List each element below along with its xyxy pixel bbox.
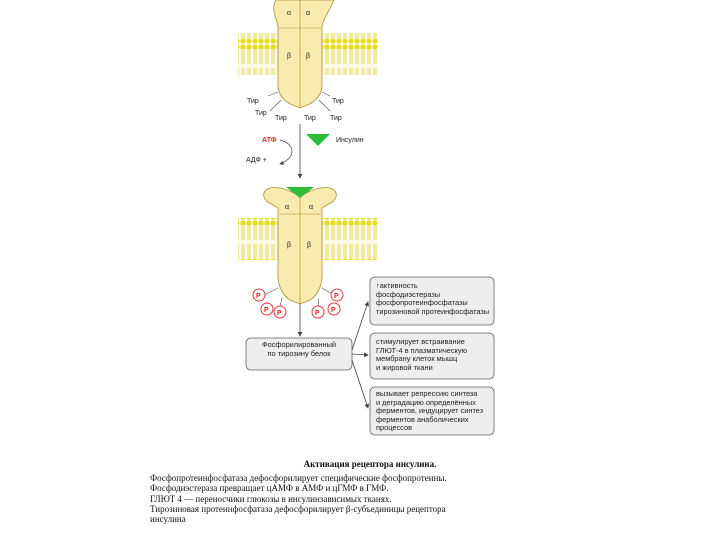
- phosphate-left-2: P: [260, 302, 274, 316]
- top-tyr-right-1: Тир: [332, 98, 344, 105]
- caption-line: ГЛЮТ 4 — переносчики глюкозы в инсулинза…: [150, 493, 392, 504]
- effect-box-1: [369, 276, 495, 326]
- top-beta-right: β: [306, 53, 310, 60]
- insulin-icon: [306, 134, 330, 146]
- top-tyr-left-1: Тир: [247, 98, 259, 105]
- top-tyr-right-3: Тир: [330, 115, 342, 122]
- caption-line: Тирозиновая протеинфосфатаза дефосфорили…: [150, 503, 446, 514]
- bottom-receptor: α α β β P P P P P P: [238, 187, 378, 319]
- top-alpha-right: α: [306, 10, 310, 17]
- adp-label: АДФ +: [246, 157, 267, 164]
- svg-text:P: P: [264, 307, 269, 314]
- svg-text:P: P: [277, 310, 282, 317]
- arrow-to-box-1: [351, 301, 370, 351]
- top-alpha-left: α: [287, 10, 291, 17]
- arrow-to-box-2: [351, 352, 369, 358]
- phosphate-right-2: P: [327, 302, 341, 316]
- svg-text:P: P: [331, 307, 336, 314]
- phosphate-right-1: P: [330, 288, 344, 302]
- caption-body: Фосфопротеинфосфатаза дефосфорилирует сп…: [150, 473, 550, 524]
- top-beta-left: β: [287, 53, 291, 60]
- top-tyr-right-2: Тир: [304, 115, 316, 122]
- svg-text:P: P: [334, 293, 339, 300]
- bottom-alpha-left: α: [285, 204, 289, 211]
- bottom-beta-left: β: [287, 242, 291, 249]
- effect-box-2-text: стимулирует встраивание ГЛЮТ-4 в плазмат…: [376, 337, 468, 372]
- top-receptor-body: [273, 0, 335, 109]
- caption-line: инсулина: [150, 514, 186, 525]
- effect-box-3: [369, 386, 495, 436]
- bound-insulin-icon: [286, 187, 314, 198]
- effect-box-2: [369, 332, 495, 380]
- effect-box-3-text: вызывает репрессию синтеза и деградацию …: [376, 389, 484, 433]
- top-tyr-left-3: Тир: [275, 115, 287, 122]
- top-receptor: α α β β Тир Тир Тир Тир Тир Тир: [238, 0, 378, 122]
- bottom-beta-right: β: [307, 242, 311, 249]
- figure-caption: Активация рецептора инсулина. Фосфопроте…: [150, 459, 550, 524]
- insulin-label: Инсулин: [336, 137, 364, 144]
- top-tyr-left-2: Тир: [255, 110, 267, 117]
- activation-step: АТФ АДФ + Инсулин: [246, 124, 364, 179]
- phosphate-left-1: P: [252, 288, 266, 302]
- phosphate-right-3: P: [311, 305, 325, 319]
- substrate-box-text: Фосфорилированный по тирозину белок: [261, 340, 337, 358]
- bottom-alpha-right: α: [309, 204, 313, 211]
- caption-line: Фосфодиэстераза превращает цАМФ в АМФ и …: [150, 483, 389, 494]
- svg-text:P: P: [315, 310, 320, 317]
- atp-label: АТФ: [262, 137, 277, 144]
- caption-title: Активация рецептора инсулина.: [303, 459, 437, 469]
- caption-line: Фосфопротеинфосфатаза дефосфорилирует сп…: [150, 473, 447, 484]
- effect-box-1-text: ↑активность фосфодиэстеразы фосфопротеин…: [376, 281, 490, 316]
- phosphate-left-3: P: [273, 305, 287, 319]
- arrow-to-box-3: [351, 359, 370, 409]
- svg-text:P: P: [256, 293, 261, 300]
- atp-adp-curve: [279, 139, 293, 165]
